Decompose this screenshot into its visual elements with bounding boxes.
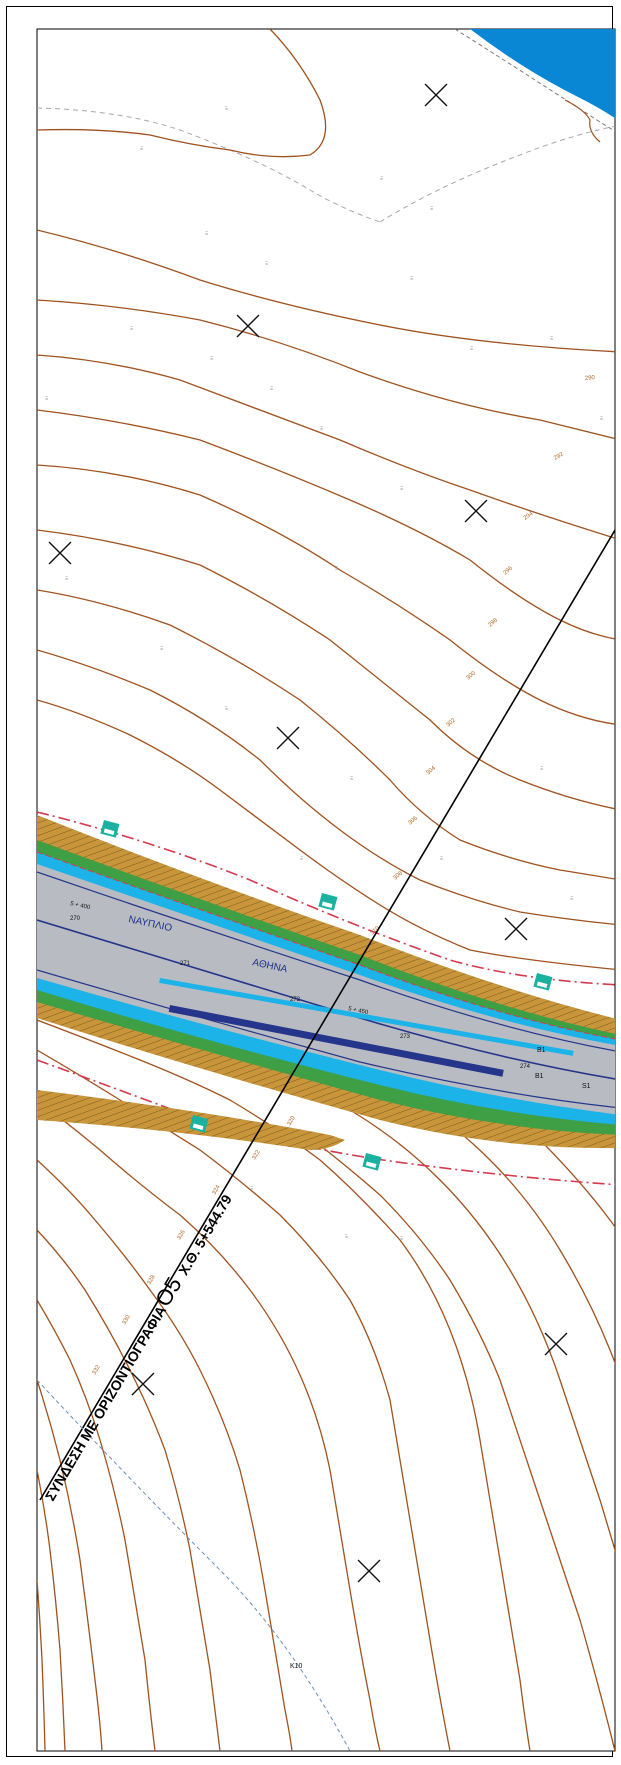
svg-text:328: 328 bbox=[147, 1274, 158, 1286]
svg-text:332: 332 bbox=[92, 1364, 103, 1376]
svg-text:Ξ: Ξ bbox=[300, 856, 304, 862]
baseline-label: K10 bbox=[290, 1663, 303, 1670]
svg-text:Ξ: Ξ bbox=[225, 106, 229, 112]
km-label: 272 bbox=[290, 997, 301, 1003]
marker-label: S1 bbox=[582, 1083, 591, 1090]
svg-text:Ξ: Ξ bbox=[320, 426, 324, 432]
svg-text:302: 302 bbox=[445, 717, 457, 728]
contours-upper bbox=[37, 29, 615, 971]
svg-text:Ξ: Ξ bbox=[600, 416, 604, 422]
median-barrier bbox=[168, 1005, 504, 1077]
marker-label: B1 bbox=[537, 1047, 546, 1054]
lower-slope bbox=[37, 1090, 345, 1150]
svg-text:320: 320 bbox=[287, 1115, 298, 1127]
svg-text:Ξ: Ξ bbox=[270, 386, 274, 392]
svg-text:Ξ: Ξ bbox=[430, 206, 434, 212]
station-400-label: 5 + 400 bbox=[70, 901, 92, 911]
svg-text:Ξ: Ξ bbox=[400, 486, 404, 492]
road-boundary-dash bbox=[37, 851, 615, 1040]
sea-area bbox=[470, 29, 615, 119]
svg-text:Ξ: Ξ bbox=[210, 356, 214, 362]
baseline-k10 bbox=[37, 1379, 351, 1751]
svg-text:292: 292 bbox=[553, 451, 565, 462]
svg-text:Ξ: Ξ bbox=[45, 396, 49, 402]
km-label: 274 bbox=[520, 1064, 531, 1070]
svg-text:Ξ: Ξ bbox=[350, 776, 354, 782]
svg-text:290: 290 bbox=[585, 375, 596, 382]
svg-text:306: 306 bbox=[407, 815, 419, 826]
svg-text:Ξ: Ξ bbox=[380, 176, 384, 182]
expropriation-line-north bbox=[37, 811, 615, 986]
svg-text:Ξ: Ξ bbox=[130, 326, 134, 332]
svg-text:296: 296 bbox=[502, 565, 514, 576]
svg-text:322: 322 bbox=[252, 1149, 263, 1161]
svg-text:Ξ: Ξ bbox=[470, 346, 474, 352]
grid-cross-marks bbox=[48, 83, 568, 1583]
svg-text:Ξ: Ξ bbox=[400, 1236, 404, 1242]
road-edge-line bbox=[37, 969, 615, 1108]
svg-text:300: 300 bbox=[465, 670, 477, 681]
shoreline-path bbox=[454, 29, 615, 132]
road-edge-line bbox=[37, 871, 615, 1052]
svg-text:298: 298 bbox=[487, 617, 499, 628]
connection-match-line bbox=[39, 528, 615, 1501]
carriageway bbox=[37, 864, 615, 1115]
km-label: 270 bbox=[70, 916, 81, 922]
svg-text:Ξ: Ξ bbox=[160, 646, 164, 652]
svg-text:326: 326 bbox=[177, 1229, 188, 1241]
svg-text:304: 304 bbox=[425, 765, 437, 776]
svg-text:Ξ: Ξ bbox=[225, 706, 229, 712]
km-label: 271 bbox=[180, 961, 191, 967]
svg-text:Ξ: Ξ bbox=[335, 566, 339, 572]
station-450-label: 5 + 450 bbox=[348, 1006, 370, 1016]
svg-text:Ξ: Ξ bbox=[65, 576, 69, 582]
svg-text:Ξ: Ξ bbox=[250, 1186, 254, 1192]
svg-text:310: 310 bbox=[369, 925, 381, 936]
svg-text:Ξ: Ξ bbox=[140, 146, 144, 152]
svg-text:Ξ: Ξ bbox=[440, 856, 444, 862]
svg-text:Ξ: Ξ bbox=[265, 261, 269, 267]
svg-text:Ξ: Ξ bbox=[205, 231, 209, 237]
contour-elevation-labels: 290 292 294 296 298 300 302 304 306 308 … bbox=[92, 375, 596, 1376]
svg-text:Ξ: Ξ bbox=[570, 896, 574, 902]
svg-text:Ξ: Ξ bbox=[550, 336, 554, 342]
svg-text:330: 330 bbox=[122, 1314, 133, 1326]
shore-contour bbox=[564, 99, 601, 143]
property-boundary bbox=[379, 125, 615, 223]
svg-text:Ξ: Ξ bbox=[345, 1234, 349, 1240]
spot-height-labels: Ξ Ξ Ξ Ξ Ξ Ξ Ξ Ξ Ξ Ξ Ξ Ξ Ξ Ξ Ξ Ξ Ξ Ξ Ξ Ξ … bbox=[45, 106, 604, 1242]
svg-text:324: 324 bbox=[212, 1184, 223, 1196]
svg-text:Ξ: Ξ bbox=[540, 766, 544, 772]
svg-text:294: 294 bbox=[523, 511, 535, 522]
sign-markers bbox=[100, 820, 553, 1171]
km-label: 273 bbox=[400, 1034, 411, 1040]
shoulder-stripe bbox=[159, 978, 574, 1056]
svg-text:308: 308 bbox=[392, 870, 404, 881]
svg-text:Ξ: Ξ bbox=[410, 276, 414, 282]
marker-label: B1 bbox=[535, 1073, 544, 1080]
